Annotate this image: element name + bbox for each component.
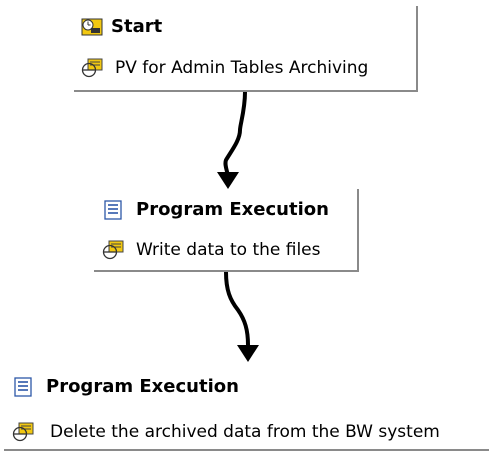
arrowhead-2 <box>237 345 259 362</box>
step-type-label: Program Execution <box>136 199 329 220</box>
program-execution-icon <box>102 199 124 220</box>
step-type-label: Program Execution <box>46 376 239 397</box>
arrowhead-1 <box>217 172 239 189</box>
variant-icon <box>81 58 103 78</box>
program-execution-icon <box>12 376 34 397</box>
start-icon <box>81 17 103 37</box>
connector-arrow-1 <box>223 90 247 180</box>
process-node-program-execution-1[interactable]: Program Execution Write data to the file… <box>94 189 359 272</box>
process-node-program-execution-2[interactable]: Program Execution Delete the archived da… <box>4 364 489 451</box>
step-variant-label: PV for Admin Tables Archiving <box>115 58 369 78</box>
variant-icon <box>12 422 34 442</box>
variant-icon <box>102 240 124 260</box>
step-variant-label: Write data to the files <box>136 240 321 260</box>
connector-arrow-2 <box>224 270 250 347</box>
step-type-label: Start <box>111 16 163 37</box>
step-variant-label: Delete the archived data from the BW sys… <box>50 422 440 442</box>
process-node-start[interactable]: Start PV for Admin Tables Archiving <box>74 6 418 92</box>
